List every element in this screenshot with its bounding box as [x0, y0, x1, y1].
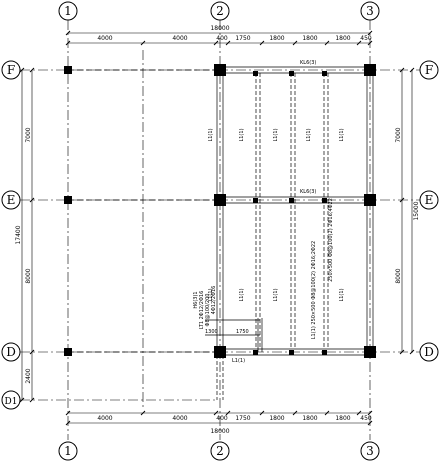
bubble-right-E: E: [419, 190, 439, 210]
bubble-label: 1: [64, 4, 72, 18]
dim-bottom-seg: 1750: [235, 415, 250, 422]
beam-label-l9: L1(1): [208, 288, 214, 301]
beam-label-l4: L1(1): [339, 128, 345, 141]
bubble-label: D: [424, 345, 434, 359]
bubble-left-D1: D1: [1, 390, 21, 410]
dim-left-seg: 8000: [25, 268, 32, 283]
dim-right-total: 15000: [413, 201, 420, 220]
dim-top-seg: 400: [216, 35, 228, 42]
column-D2: [214, 346, 226, 358]
column-F1: [64, 66, 72, 74]
dim-top-seg: 450: [360, 35, 372, 42]
bubble-label: 3: [366, 444, 374, 458]
bubble-label: 2: [216, 444, 224, 458]
dim-top-seg: 4000: [172, 35, 187, 42]
dim-bottom-seg: 1800: [302, 415, 317, 422]
bubble-right-F: F: [419, 60, 439, 80]
beam-label-l8: L1(1): [208, 128, 214, 141]
note-left4: H6(3)1: [193, 291, 199, 308]
dim-bottom-seg: 4000: [172, 415, 187, 422]
dim-1300: 1300: [205, 329, 218, 335]
beam-label-l6: L1(1): [273, 288, 279, 301]
bubble-bottom-1: 1: [58, 441, 78, 461]
column-E2: [214, 194, 226, 206]
beams: [68, 66, 374, 400]
note-mid: L1(1) 250×500 Φ8@100(2) 2Φ16;2Φ22: [311, 241, 317, 339]
bubble-top-1: 1: [58, 1, 78, 21]
dim-top-seg: 4000: [97, 35, 112, 42]
dim-bottom-total: 18000: [210, 428, 229, 435]
note-left: LT1 2Φ12/2Φ16: [199, 291, 205, 330]
dim-left-seg: 7000: [25, 127, 32, 142]
bubble-bottom-3: 3: [360, 441, 380, 461]
grid-lines: [20, 20, 420, 440]
beam-labels: KL6(3) KL6(3) L1(1) L1(1) L1(1) L1(1) L1…: [193, 60, 345, 364]
beam-label-l3: L1(1): [306, 128, 312, 141]
dimension-lines: [19, 30, 415, 426]
bubble-top-3: 3: [360, 1, 380, 21]
dim-top-total: 18000: [210, 25, 229, 32]
column-E3: [364, 194, 376, 206]
bubble-label: D: [6, 345, 16, 359]
bubble-label: E: [425, 193, 434, 207]
note-left3: 4Φ12/2Φ16: [211, 286, 217, 315]
bubble-label: F: [7, 63, 15, 77]
bubble-bottom-2: 2: [210, 441, 230, 461]
bubble-left-F: F: [1, 60, 21, 80]
dim-top-seg: 1750: [235, 35, 250, 42]
dimension-texts: 18000 4000 4000 400 1750 1800 1800 1800 …: [15, 25, 420, 435]
bubble-left-E: E: [1, 190, 21, 210]
bubble-label: D1: [5, 397, 18, 407]
dim-bottom-seg: 400: [216, 415, 228, 422]
beam-label-l2: L1(1): [273, 128, 279, 141]
dim-bottom-seg: 1800: [269, 415, 284, 422]
bubble-label: E: [7, 193, 16, 207]
dim-right-seg: 7000: [395, 127, 402, 142]
dim-top-seg: 1800: [335, 35, 350, 42]
bubble-label: 1: [64, 444, 72, 458]
column-D3: [364, 346, 376, 358]
bubble-label: F: [425, 63, 433, 77]
dim-left-total: 17400: [15, 225, 22, 244]
beam-label-l5: L1(1): [239, 288, 245, 301]
dim-top-seg: 1800: [269, 35, 284, 42]
beam-label-kl-top: KL6(3): [300, 60, 316, 66]
beam-label-l1: L1(1): [239, 128, 245, 141]
column-F2: [214, 64, 226, 76]
bubble-left-D: D: [1, 342, 21, 362]
bubble-label: 3: [366, 4, 374, 18]
dim-bottom-seg: 1800: [335, 415, 350, 422]
dim-right-seg: 8000: [395, 268, 402, 283]
note-left2: Φ8@100/200: [205, 294, 211, 327]
beam-label-l10: L1(1): [232, 358, 245, 364]
dim-bottom-seg: 4000: [97, 415, 112, 422]
dim-1750: 1750: [236, 329, 249, 335]
column-F3: [364, 64, 376, 76]
dim-left-seg: 2400: [25, 368, 32, 383]
note-right: 250×500 Φ8@100(2) 2Φ16;4Φ22: [328, 198, 334, 282]
beam-label-l7: L1(1): [339, 288, 345, 301]
bubble-label: 2: [216, 4, 224, 18]
beam-label-kl-mid: KL6(3): [300, 189, 316, 195]
bubble-top-2: 2: [210, 1, 230, 21]
dim-top-seg: 1800: [302, 35, 317, 42]
column-E1: [64, 196, 72, 204]
columns: [64, 64, 376, 358]
column-D1: [64, 348, 72, 356]
bubble-right-D: D: [419, 342, 439, 362]
dim-bottom-seg: 450: [360, 415, 372, 422]
